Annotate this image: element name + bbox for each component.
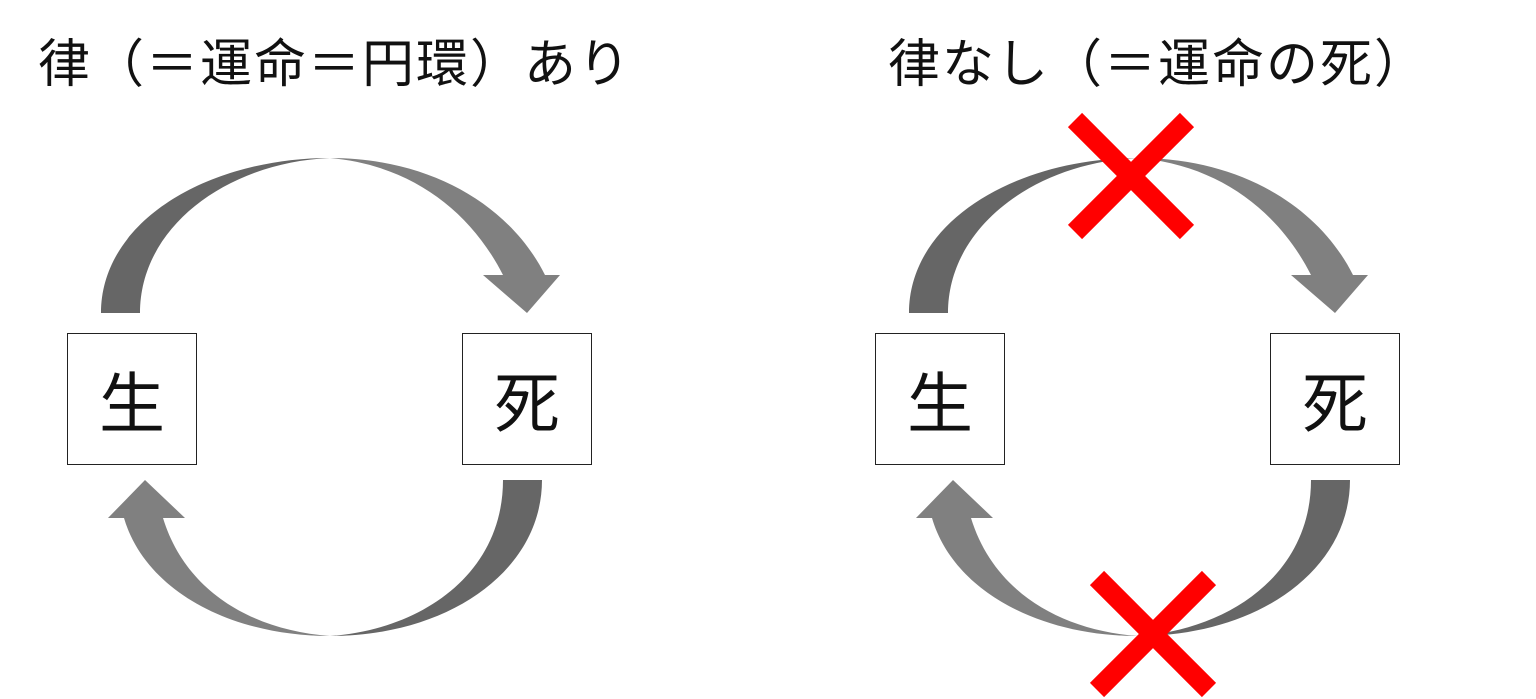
bottom-arrow-dark-half <box>1138 480 1350 636</box>
bottom-arrow-head-half <box>916 480 1138 636</box>
left-life-box: 生 <box>67 333 197 465</box>
right-death-box: 死 <box>1270 333 1400 465</box>
right-life-box: 生 <box>875 333 1005 465</box>
bottom-cross-icon <box>1089 570 1217 698</box>
bottom-arrow-head-half <box>108 480 330 636</box>
left-cycle <box>101 158 560 636</box>
bottom-arrow-dark-half <box>330 480 542 636</box>
right-title: 律なし（＝運命の死） <box>888 35 1429 95</box>
left-title: 律（＝運命＝円環）あり <box>38 35 633 95</box>
top-arrow-head-half <box>330 158 560 313</box>
top-cross-icon <box>1067 112 1195 240</box>
right-cycle <box>909 158 1368 636</box>
top-arrow-head-half <box>1138 158 1368 313</box>
top-arrow-dark-half <box>101 158 330 313</box>
left-death-box: 死 <box>462 333 592 465</box>
top-arrow-dark-half <box>909 158 1138 313</box>
